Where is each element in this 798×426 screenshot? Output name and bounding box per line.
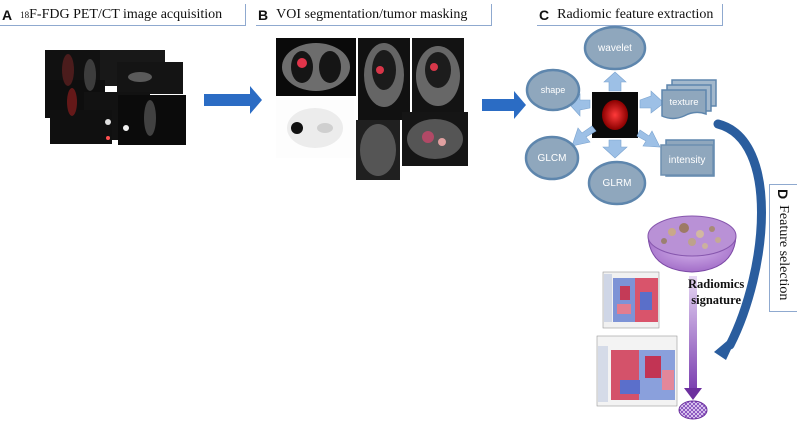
glrm-label: GLRM [602, 177, 632, 189]
panel-d-text: Feature selection [776, 205, 791, 301]
arrow-b-to-c [482, 91, 526, 119]
panel-d-letter: D [775, 189, 791, 200]
panel-a-text: F-FDG PET/CT image acquisition [29, 6, 223, 22]
arrow-a-to-b [204, 86, 262, 114]
panel-d-title: D Feature selection [769, 184, 797, 312]
signature-line-1: Radiomics [688, 277, 745, 291]
glcm-ellipse [524, 135, 580, 181]
panel-a-superscript: 18 [20, 9, 30, 20]
panel-a-letter: A [2, 6, 13, 23]
wavelet-ellipse [583, 25, 647, 71]
glcm-label: GLCM [537, 152, 567, 164]
heatmap-top [602, 271, 660, 329]
pet-ct-image-stack [45, 50, 186, 145]
texture-stack [661, 79, 717, 120]
glrm-ellipse [587, 160, 647, 206]
intensity-label: intensity [668, 154, 706, 166]
signature-output [678, 400, 708, 420]
panel-c-text: Radiomic feature extraction [557, 6, 714, 22]
curved-arrow-c-to-d [713, 119, 766, 360]
panel-a-title: A 18 F-FDG PET/CT image acquisition [0, 4, 246, 26]
panel-b-letter: B [258, 6, 269, 23]
intensity-box [660, 139, 715, 177]
panel-c-title: C Radiomic feature extraction [537, 4, 723, 26]
panel-b-text: VOI segmentation/tumor masking [276, 6, 468, 22]
panel-b-title: B VOI segmentation/tumor masking [256, 4, 492, 26]
heatmap-bottom [596, 335, 678, 407]
shape-ellipse [525, 68, 581, 112]
segmentation-images [276, 38, 468, 180]
panel-c-letter: C [539, 6, 550, 23]
signature-arrow [684, 276, 702, 400]
wavelet-label: wavelet [598, 42, 632, 54]
shape-label: shape [540, 85, 566, 95]
texture-label: texture [669, 96, 699, 108]
signature-line-2: signature [691, 293, 742, 307]
tumor-mask [602, 100, 628, 130]
feature-bowl [647, 215, 737, 273]
radiomics-signature-label: Radiomics signature [688, 276, 744, 308]
